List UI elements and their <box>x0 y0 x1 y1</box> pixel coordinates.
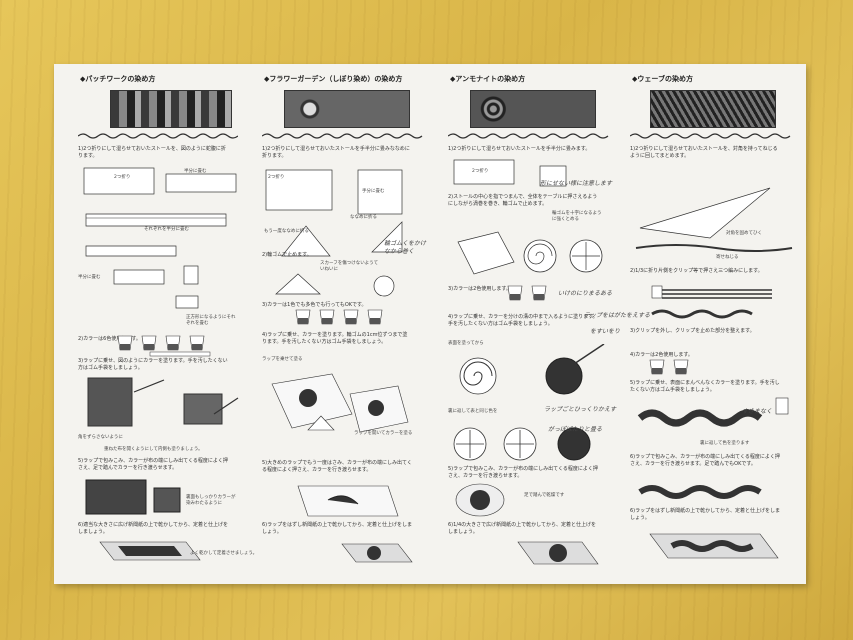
caption-square: 正方形になるようにそれぞれを畳む <box>186 315 236 326</box>
caption-wrap-open: ラップを開いてカラーを塗る <box>354 431 413 436</box>
handwritten-note-1: 形にせない様に注意します <box>540 180 613 187</box>
paint-diagram <box>87 377 239 427</box>
title-patchwork: ◆パッチワークの染め方 <box>80 75 156 83</box>
twist-diagram <box>635 187 793 252</box>
step-3: 3)ラップに乗せ、図のようにカラーを塗ります。手を汚したくない方はゴム手袋をしま… <box>78 358 228 371</box>
fold-diagram <box>453 159 567 187</box>
step-3: 3)カラーは1色でも多色でも行ってもOKです。 <box>262 302 367 308</box>
sample-flower <box>284 90 410 128</box>
column-patchwork: ◆パッチワークの染め方 1)2つ折りにして湿らせておいたストールを、図のように蛇… <box>74 74 257 574</box>
caption-back: 裏に返して表と同じ色を <box>448 409 498 414</box>
step-2: 2)ストールの中心を指でつまんで、全体をテーブルに押さえるようにしながら渦巻を巻… <box>448 194 598 207</box>
handwritten-note-misc: をすいをり <box>590 328 621 335</box>
caption-corners: 角をずらさないように <box>78 435 123 440</box>
step-5: 5)大きめのラップでもう一度はさみ、カラーが布の端にしみ出てくる程度によく押さえ… <box>262 460 412 473</box>
rubber-diagram <box>275 273 395 297</box>
caption-half-2: 半分に畳む <box>78 275 101 280</box>
caption-more: もう一度ななめに折る <box>264 229 309 234</box>
caption-wrap: ラップを乗せて塗る <box>262 357 303 362</box>
handwritten-note-5: すきまなく <box>742 408 773 415</box>
column-wave: ◆ウェーブの染め方 1)2つ折りにして湿らせておいたストールを、対角を持ってねじ… <box>626 74 798 574</box>
step-6: 6)ラップで包みこみ、カラーが布の端にしみ出てくる程度によく押さえ、カラーを行き… <box>630 454 780 467</box>
step-4: 4)ラップに乗せ、カラーを分けの溝の中まで入るように塗ります。手を汚したくない方… <box>448 314 598 327</box>
wrap-diagram <box>85 479 181 515</box>
paint-diagram <box>271 373 409 433</box>
wave-divider <box>630 133 791 139</box>
step-5: 5)ラップで包みこみ、カラーが布の端にしみ出てくる程度によく押さえ、カラーを行き… <box>448 466 598 479</box>
wave-divider <box>262 133 423 139</box>
step-1: 1)2つ折りにして湿らせておいたストールを手半分に畳みななめに折ります。 <box>262 146 410 159</box>
fold-diagram <box>265 169 403 257</box>
color-cups <box>117 335 205 351</box>
step-5: 5)ラップで包みこみ、カラーが布の端にしみ出てくる程度によく押さえ、足で踏んでカ… <box>78 458 228 471</box>
caption-diag: ななめに折る <box>350 215 377 220</box>
caption-dry: よく乾かして定着させましょう。 <box>190 551 258 556</box>
handwritten-note-4: がっぽぱたりと畳る <box>548 426 603 433</box>
step-2: 2)カラーは6色使用します。 <box>78 336 141 342</box>
caption-check: 裏面もしっかりカラーが染みわたるように <box>186 495 236 506</box>
dry-diagram <box>517 541 599 565</box>
handwritten-note-tape: テップをはがたをえする <box>584 312 651 319</box>
paint-diagram-2 <box>453 427 591 461</box>
caption-front: 表面を塗ってから <box>448 341 484 346</box>
step-4: 4)ラップに乗せ、カラーを塗ります。輪ゴムの1cm位ずつまで塗ります。手を汚した… <box>262 332 408 345</box>
press-diagram <box>297 485 399 517</box>
step-1: 1)2つ折りにして湿らせておいたストールを手半分に畳みます。 <box>448 146 591 152</box>
caption-rubber: スカーフを傷つけないようていねいに <box>320 261 379 272</box>
caption-half: 半分に畳む <box>184 169 207 174</box>
handwritten-note-2: いけのにりまるある <box>558 290 613 297</box>
color-cups <box>507 285 547 301</box>
dry-diagram <box>649 533 779 559</box>
column-ammonite: ◆アンモナイトの染め方 1)2つ折りにして湿らせておいたストールを手半分に畳みま… <box>444 74 617 574</box>
press-diagram <box>455 483 505 517</box>
step-1: 1)2つ折りにして湿らせておいたストールを、図のように蛇腹に折ります。 <box>78 146 226 159</box>
wave-divider <box>448 133 609 139</box>
step-2: 2)1/3に折り片側をクリップ等で押さえ三つ編みにします。 <box>630 268 763 274</box>
column-flower: ◆フラワーガーデン（しぼり染め）の染め方 1)2つ折りにして湿らせておいたストー… <box>258 74 430 574</box>
caption-two-fold: 2つ折り <box>268 175 285 180</box>
step-6: 6)1/4の大きさで広げ新聞紙の上で乾かしてから、定着と仕上げをしましょう。 <box>448 522 597 535</box>
caption-two-fold: 2つ折り <box>114 175 131 180</box>
sample-wave <box>650 90 776 128</box>
step-1: 1)2つ折りにして湿らせておいたストールを、対角を持ってねじるように回してまとめ… <box>630 146 778 159</box>
dry-diagram <box>341 543 413 563</box>
color-cups <box>649 359 689 375</box>
step-2: 2)輪ゴムで止めます。 <box>262 252 312 258</box>
step-5: 5)ラップに乗せ、表面にまんべんなくカラーを塗ります。手を汚したくない方はゴム手… <box>630 380 780 393</box>
caption-foot: 足で踏んで乾燥です <box>524 493 565 498</box>
caption-rubber: 輪ゴムを十字になるように強くとめる <box>552 211 602 222</box>
step-4: 4)カラーは2色使用します。 <box>630 352 693 358</box>
wave-divider <box>78 133 238 139</box>
title-flower: ◆フラワーガーデン（しぼり染め）の染め方 <box>264 75 403 83</box>
caption-two-fold: 2つ折り <box>472 169 489 174</box>
title-wave: ◆ウェーブの染め方 <box>632 75 693 83</box>
instruction-sheet: ◆パッチワークの染め方 1)2つ折りにして湿らせておいたストールを、図のように蛇… <box>54 64 806 584</box>
caption-half-each: それぞれを半分に畳む <box>144 227 189 232</box>
step-3: 3)クリップを外し、クリップを止めた部分を整えます。 <box>630 328 755 334</box>
handwritten-note-rubber: 輪ゴムくをかけ なから巻く <box>384 240 427 255</box>
caption-half: 手分に畳む <box>362 189 385 194</box>
step-6: 6)ラップをはずし新聞紙の上で乾かしてから、定着と仕上げをしましょう。 <box>262 522 412 535</box>
sample-ammonite <box>470 90 596 128</box>
color-cups <box>295 309 383 325</box>
swirl-diagram <box>457 231 603 275</box>
caption-pull: 対角を固めてひく <box>726 231 762 236</box>
press-diagram <box>638 485 762 499</box>
step-7: 6)ラップをはずし新聞紙の上で乾かしてから、定着と仕上げをしましょう。 <box>630 508 780 521</box>
folding-diagram <box>83 167 237 357</box>
step-3: 3)カラーは2色使用します。 <box>448 286 511 292</box>
paint-diagram <box>637 397 789 427</box>
caption-back: 裏に返して色を塗ります <box>700 441 750 446</box>
dry-diagram <box>99 541 201 561</box>
title-ammonite: ◆アンモナイトの染め方 <box>450 75 526 83</box>
caption-twist: 寄せねじる <box>716 255 739 260</box>
paint-diagram-1 <box>459 344 605 395</box>
braid-diagram <box>651 285 772 319</box>
step-6: 6)適当な大きさに広げ新聞紙の上で乾かしてから、定着と仕上げをしましょう。 <box>78 522 228 535</box>
caption-inside: 重ねた布を開くようにして内側も塗りましょう。 <box>104 447 203 452</box>
handwritten-note-3: ラップごとひっくりかえす <box>544 406 617 413</box>
sample-patchwork <box>110 90 232 128</box>
